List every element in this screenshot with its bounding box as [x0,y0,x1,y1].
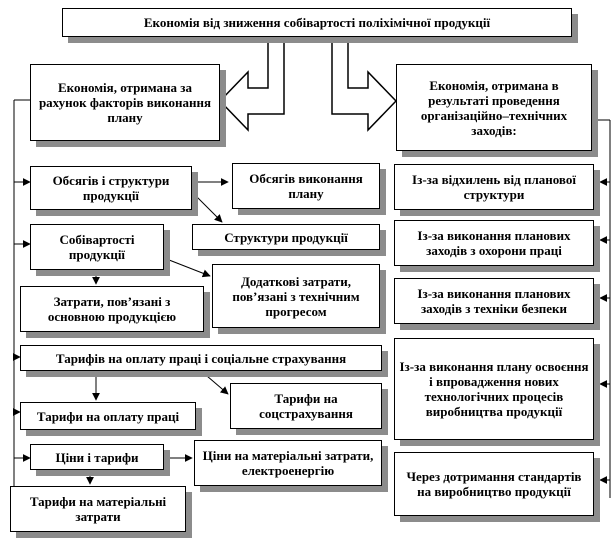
main-product-costs-box: Затрати, пов’язані з основною продукцією [20,286,204,332]
left-hollow-arrow [218,37,285,132]
cost-box: Собівартості продукції [30,224,164,270]
tariffs-social-box: Тарифи на соцстрахування [230,383,382,429]
labor-protection-box: Із-за виконання планових заходів з охоро… [394,220,594,266]
prices-tariffs-box: Ціни і тарифи [30,444,164,470]
safety-technique-box: Із-за виконання планових заходів з техні… [394,278,594,324]
new-technologies-box: Із-за виконання плану освоєння і впровад… [394,338,594,440]
standards-box: Через дотримання стандартів на виробницт… [394,452,594,516]
right-hollow-arrow [331,37,398,132]
tariffs-labor-social-box: Тарифів на оплату праці і соціальне стра… [20,345,382,371]
tariffs-labor-box: Тарифи на оплату праці [20,402,196,430]
product-structure-box: Структури продукції [192,224,380,250]
prices-materials-energy-box: Ціни на матеріальні затрати, електроенер… [194,440,382,486]
deviation-structure-box: Із-за відхилень від планової структури [394,164,594,210]
volume-execution-box: Обсягів виконання плану [232,163,380,209]
additional-costs-box: Додаткові затрати, пов’язані з технічним… [212,264,380,328]
title-box: Економія від зниження собівартості поліх… [62,8,572,37]
tariffs-materials-box: Тарифи на матеріальні затрати [10,486,186,532]
volume-structure-box: Обсягів і структури продукції [30,166,192,210]
title: Економія від зниження собівартості поліх… [143,15,491,30]
right-main-box: Економія, отримана в результаті проведен… [396,64,592,151]
left-main-box: Економія, отримана за рахунок факторів в… [30,64,220,141]
